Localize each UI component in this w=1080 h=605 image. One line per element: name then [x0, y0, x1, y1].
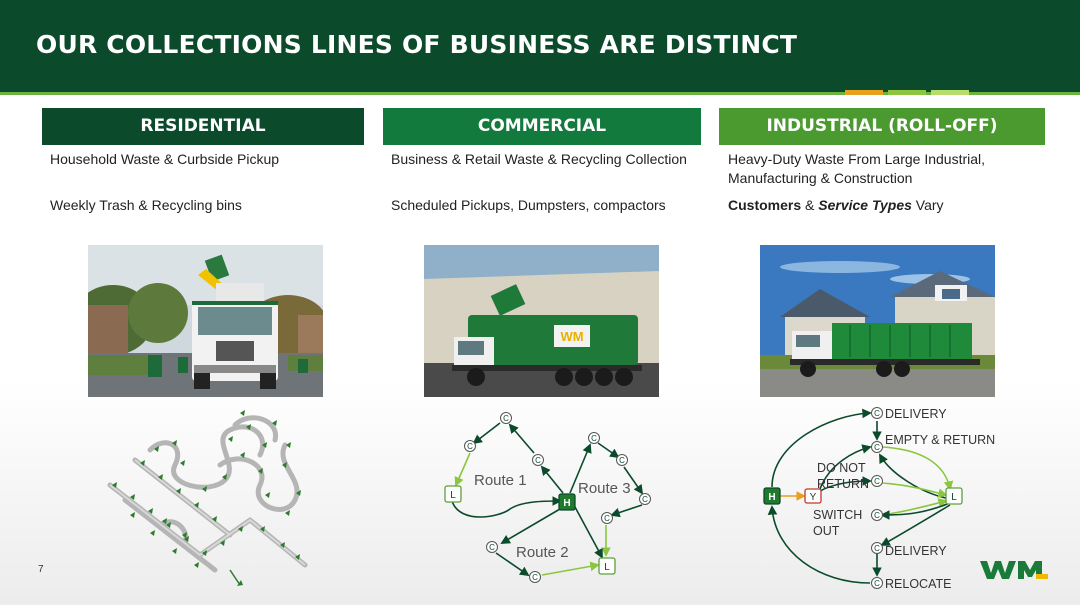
customer-node: C [874, 443, 880, 452]
customer-node: C [874, 511, 880, 520]
hub-node: H [563, 498, 570, 509]
slide-title: OUR COLLECTIONS LINES OF BUSINESS ARE DI… [36, 30, 798, 59]
wm-logo [978, 558, 1050, 582]
landfill-node: L [450, 490, 456, 501]
delivery-top-label: DELIVERY [885, 407, 947, 421]
customer-node: C [619, 456, 625, 465]
commercial-truck-photo: WM [424, 245, 659, 397]
relocate-label: RELOCATE [885, 577, 951, 591]
residential-route-map [90, 405, 330, 595]
industrial-truck-photo [760, 245, 995, 397]
out-label: OUT [813, 524, 840, 538]
industrial-desc-1a: Heavy-Duty Waste From Large Industrial, [728, 151, 986, 167]
residential-heading: RESIDENTIAL [42, 108, 364, 145]
route-1-label: Route 1 [474, 472, 527, 489]
do-not-label: DO NOT [817, 461, 866, 475]
residential-desc-1: Household Waste & Curbside Pickup [50, 151, 280, 167]
route-3-label: Route 3 [578, 480, 631, 497]
accent-bar-orange [845, 90, 883, 95]
slide-header: OUR COLLECTIONS LINES OF BUSINESS ARE DI… [0, 0, 1080, 92]
industrial-desc-1b: Manufacturing & Construction [728, 170, 913, 186]
industrial-heading: INDUSTRIAL (ROLL-OFF) [719, 108, 1045, 145]
residential-desc-2: Weekly Trash & Recycling bins [50, 197, 242, 213]
customers-text: Customers [728, 197, 802, 213]
customer-node: C [874, 579, 880, 588]
vary-text: Vary [911, 197, 944, 213]
residential-truck-photo [88, 245, 323, 397]
customer-node: C [535, 456, 541, 465]
industrial-service-diagram: C C C C C C H Y L DELIVERY [760, 403, 1020, 598]
page-number: 7 [38, 564, 44, 575]
customer-node: C [874, 477, 880, 486]
customer-node: C [532, 573, 538, 582]
customer-node: C [591, 434, 597, 443]
delivery-bottom-label: DELIVERY [885, 544, 947, 558]
yard-node: Y [810, 492, 817, 503]
commercial-desc-2: Scheduled Pickups, Dumpsters, compactors [391, 197, 666, 213]
amp-text: & [801, 197, 819, 213]
customer-node: C [489, 543, 495, 552]
switch-label: SWITCH [813, 508, 862, 522]
landfill-node: L [951, 492, 957, 503]
customer-node: C [503, 414, 509, 423]
service-types-text: Service Types [818, 197, 912, 213]
customer-node: C [604, 514, 610, 523]
accent-bar-lightgreen [931, 90, 969, 95]
hub-node: H [768, 492, 775, 503]
landfill-node: L [604, 562, 610, 573]
commercial-heading: COMMERCIAL [383, 108, 701, 145]
customer-node: C [642, 495, 648, 504]
commercial-route-diagram: C C C C C C C C C L [430, 405, 670, 595]
industrial-desc-2: Customers & Service Types Vary [728, 196, 944, 215]
header-divider [0, 92, 1080, 95]
commercial-desc-1: Business & Retail Waste & Recycling Coll… [391, 151, 687, 167]
return-label: RETURN [817, 477, 869, 491]
accent-bar-green [888, 90, 926, 95]
svg-text:WM: WM [560, 329, 583, 344]
route-2-label: Route 2 [516, 544, 569, 561]
customer-node: C [874, 544, 880, 553]
customer-node: C [467, 442, 473, 451]
customer-node: C [874, 409, 880, 418]
empty-return-label: EMPTY & RETURN [885, 433, 995, 447]
